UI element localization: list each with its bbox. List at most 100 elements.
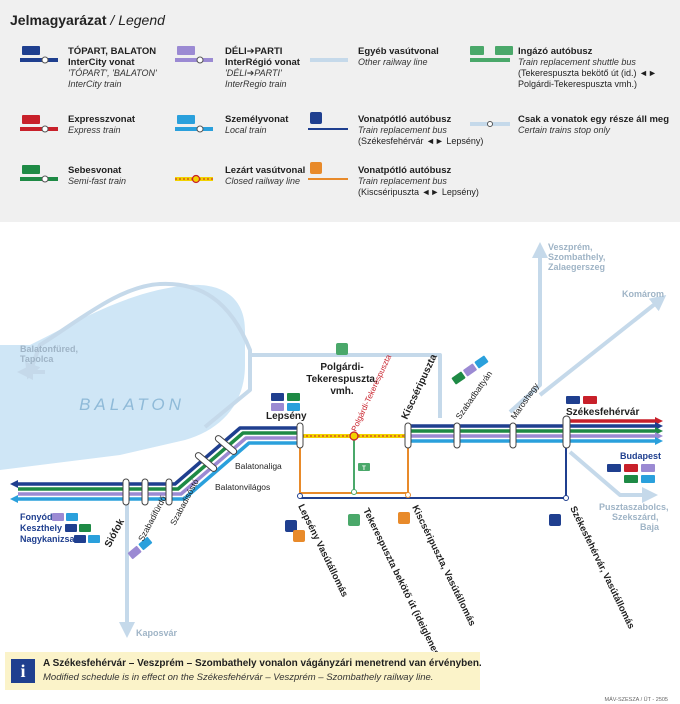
line-veszprem-north — [508, 242, 548, 414]
label-lepseny: Lepsény — [266, 411, 307, 422]
legend-other: Egyéb vasútvonal Other railway line — [358, 46, 439, 67]
bus-stop-lepseny-dot — [297, 493, 303, 499]
budapest-ic-badge — [607, 464, 621, 472]
szekes-badges — [566, 396, 597, 404]
budapest-local-badge — [641, 475, 655, 483]
keszthely-ic-badge — [65, 524, 77, 532]
label-budapest: Budapest — [620, 451, 661, 461]
lake-balaton — [0, 284, 245, 470]
shuttle-stop-badge — [358, 463, 370, 471]
legend-certain-symbol — [470, 121, 510, 127]
bus-stop-labels: Lepsény Vasútállomás Tekerespuszta beköt… — [295, 502, 636, 660]
lepseny-badges — [271, 393, 300, 411]
szekes-ic-badge — [566, 396, 580, 404]
legend-interregio: DÉLI➔PARTI InterRégió vonat 'DÉLI➔PARTI'… — [225, 46, 300, 89]
tekeres-bus-icon — [348, 514, 360, 526]
line-balatonfured — [25, 281, 252, 429]
polgardi-bus-icon — [336, 343, 348, 355]
label-maroshegy: Maroshegy — [508, 380, 541, 421]
station-siofok — [122, 478, 130, 506]
line-intercity-west — [18, 426, 300, 486]
label-tapolca: Tapolca — [20, 354, 54, 364]
label-szabadifurdo: Szabadifürdő — [136, 494, 168, 543]
kiscseri-bus-icon — [398, 512, 410, 524]
label-balatonvilagos: Balatonvilágos — [215, 482, 270, 492]
lepseny-bus-orange-icon — [293, 530, 305, 542]
notice-text-hu: A Székesfehérvár – Veszprém – Szombathel… — [43, 658, 482, 669]
legend-interregio-symbol — [175, 46, 213, 64]
station-szabadisosto — [165, 478, 173, 506]
label-szekesfehervar-va: Székesfehérvár, Vasútállomás — [567, 504, 636, 630]
kiscseri-badges — [451, 355, 489, 385]
legend-bus2: Vonatpótló autóbusz Train replacement bu… — [358, 165, 479, 197]
label-siofok: Siófok — [103, 517, 127, 550]
fonyod-ir-badge — [52, 513, 64, 521]
label-zalaegerszeg: Zalaegerszeg — [548, 262, 605, 272]
legend-shuttle-symbol — [470, 46, 513, 62]
legend-intercity-symbol — [20, 46, 58, 64]
label-kiscseripuszta: Kiscséripuszta — [400, 352, 440, 421]
legend-panel: Jelmagyarázat / Legend — [0, 0, 680, 222]
line-semifast-west — [18, 431, 300, 491]
kiscseri-s-badge — [451, 371, 466, 385]
legend-symbols — [20, 46, 513, 184]
budapest-ir-badge — [641, 464, 655, 472]
label-polgardi-1: Polgárdi- — [320, 362, 363, 373]
station-szabadbattyan — [453, 422, 461, 449]
szekes-bus-icon — [549, 514, 561, 526]
siofok-badges — [127, 536, 153, 560]
arrow-west-local — [10, 495, 18, 503]
label-lepseny-va: Lepsény Vasútállomás — [295, 502, 350, 598]
station-szabadifurdo — [141, 478, 149, 506]
direction-arrows — [10, 417, 663, 503]
legend-title: Jelmagyarázat / Legend — [10, 12, 165, 28]
legend-closed: Lezárt vasútvonal Closed railway line — [225, 165, 306, 186]
label-polgardi-2: Tekerespuszta, — [306, 374, 378, 385]
legend-semifast: Sebesvonat Semi-fast train — [68, 165, 127, 186]
bus-stop-kiscseri-dot — [405, 492, 411, 498]
notice-text-en: Modified schedule is in effect on the Sz… — [43, 672, 434, 683]
label-szekszard: Szekszárd, — [612, 512, 659, 522]
label-baja: Baja — [640, 522, 660, 532]
siofok-local-badge — [138, 536, 153, 551]
lepseny-ir-badge — [271, 403, 284, 411]
label-balatonfured: Balatonfüred, — [20, 344, 78, 354]
label-szombathely: Szombathely, — [548, 252, 605, 262]
legend-bus1: Vonatpótló autóbusz Train replacement bu… — [358, 114, 484, 146]
notice-banner: i A Székesfehérvár – Veszprém – Szombath… — [5, 652, 482, 690]
place-labels-dark: Budapest Fonyód Keszthely Nagykanizsa — [20, 451, 661, 544]
station-maroshegy — [509, 422, 517, 449]
legend-express: Expresszvonat Express train — [68, 114, 136, 135]
legend-shuttle: Ingázó autóbusz Train replacement shuttl… — [518, 46, 657, 89]
station-polgardi-closed — [349, 431, 359, 441]
siofok-ir-badge — [127, 545, 142, 560]
nagykanizsa-local-badge — [88, 535, 100, 543]
line-komarom — [538, 295, 667, 397]
station-kiscseripuszta — [404, 422, 412, 449]
label-szekesfehervar: Székesfehérvár — [566, 407, 639, 418]
kiscseri-ir-badge — [463, 363, 477, 377]
station-lepseny — [296, 422, 304, 449]
label-pusztaszabolcs: Pusztaszabolcs, — [599, 502, 669, 512]
label-balatonaliga: Balatonaliga — [235, 461, 282, 471]
lepseny-local-badge — [287, 403, 300, 411]
label-komarom: Komárom — [622, 289, 664, 299]
label-nagykanizsa: Nagykanizsa — [20, 534, 76, 544]
legend-local-symbol — [175, 115, 213, 133]
bus-stop-tekeres-dot — [351, 489, 357, 495]
label-fonyod: Fonyód — [20, 512, 53, 522]
shuttle-stop-badge-label: T — [362, 466, 366, 472]
bus-routes — [299, 436, 567, 499]
lepseny-ic-badge — [271, 393, 284, 401]
legend-local: Személyvonat Local train — [225, 114, 289, 135]
info-icon: i — [11, 659, 35, 683]
bus-stop-icons — [285, 512, 561, 542]
legend-certain: Csak a vonatok egy része áll meg Certain… — [518, 114, 670, 135]
station-balatonvilagos — [194, 452, 218, 472]
budapest-ex-badge — [624, 464, 638, 472]
fonyod-local-badge — [66, 513, 78, 521]
legend-bus2-symbol — [308, 162, 348, 180]
nagykanizsa-ic-badge — [74, 535, 86, 543]
west-badges — [52, 513, 100, 543]
